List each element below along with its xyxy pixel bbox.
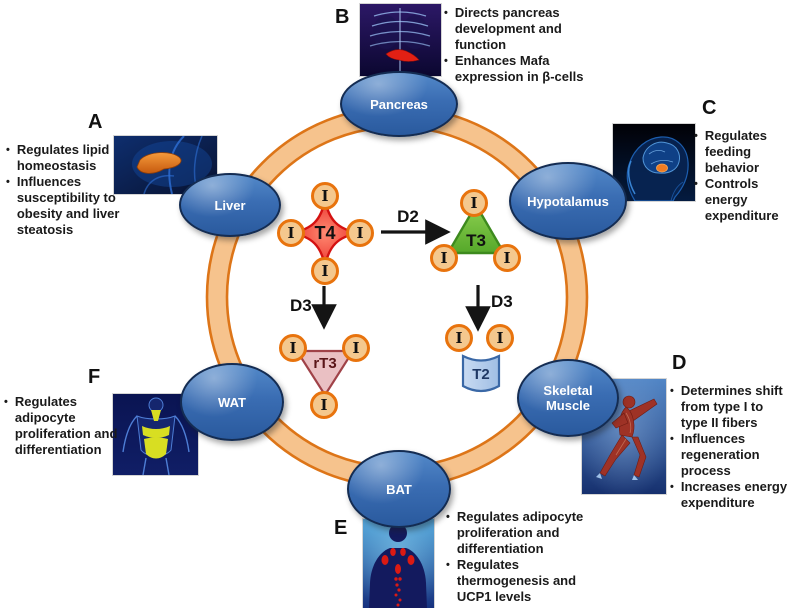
organ-label-skeletal-muscle: Skeletal Muscle [543, 383, 593, 413]
liver-shape [136, 152, 182, 174]
d3-left-arrow-label: D3 [290, 296, 312, 315]
organ-label-bat: BAT [386, 481, 412, 497]
pancreas-image [359, 3, 442, 77]
iodine-circle: I [486, 324, 514, 352]
organ-node-pancreas: Pancreas [340, 71, 458, 137]
bullet-dot: • [444, 55, 448, 67]
brain-image [612, 123, 696, 202]
t2-label: T2 [472, 366, 490, 383]
bullet-dot: • [4, 396, 8, 408]
iodine-label: I [320, 396, 328, 414]
bullet-item: •Regulates adipocyte proliferation and d… [446, 509, 584, 556]
iodine-label: I [455, 329, 463, 347]
iodine-label: I [356, 224, 364, 242]
t2-molecule: T2 [460, 349, 502, 397]
organ-label-hypothalamus: Hypotalamus [527, 193, 609, 209]
bullet-dot: • [670, 433, 674, 445]
iodine-label: I [321, 262, 329, 280]
organ-node-hypothalamus: Hypotalamus [509, 162, 627, 240]
organ-node-liver: Liver [179, 173, 281, 237]
iodine-label: I [496, 329, 504, 347]
iodine-circle: I [342, 334, 370, 362]
bullet-dot: • [694, 130, 698, 142]
bullet-item: •Regulates feeding behavior [694, 128, 767, 175]
section-letter-e: E [334, 517, 348, 539]
bullet-dot: • [6, 176, 10, 188]
bat-deposits [381, 548, 415, 607]
iodine-circle: I [430, 244, 458, 272]
iodine-circle: I [493, 244, 521, 272]
t3-triangle-shape [445, 202, 507, 255]
bullet-dot: • [446, 511, 450, 523]
rt3-molecule: rT3 [294, 348, 356, 398]
iodine-circle: I [277, 219, 305, 247]
iodine-circle: I [445, 324, 473, 352]
wat-deposits [142, 410, 170, 459]
bullet-list-pancreas: •Directs pancreas development and functi… [444, 5, 586, 85]
bullet-dot: • [6, 144, 10, 156]
skeletal-muscle-image [581, 378, 667, 495]
bullet-list-bat: •Regulates adipocyte proliferation and d… [446, 509, 631, 605]
pancreas-shape [385, 49, 420, 62]
organ-label-wat: WAT [218, 394, 246, 410]
t3-molecule: T3 [445, 202, 507, 256]
iodine-label: I [503, 249, 511, 267]
bullet-list-hypothalamus: •Regulates feeding behavior •Controls en… [694, 128, 798, 224]
iodine-label: I [287, 224, 295, 242]
section-letter-b: B [335, 6, 350, 28]
section-letter-a: A [88, 111, 103, 133]
d2-arrow-label: D2 [397, 207, 419, 226]
bullet-item: •Controls energy expenditure [694, 176, 779, 223]
bullet-dot: • [670, 481, 674, 493]
iodine-label: I [289, 339, 297, 357]
iodine-circle: I [311, 182, 339, 210]
bullet-item: •Enhances Mafa expression in β-cells [444, 53, 584, 84]
bullet-item: •Increases energy expenditure [670, 479, 788, 510]
bullet-list-liver: •Regulates lipid homeostasis •Influences… [6, 142, 146, 238]
bullet-item: •Influences regeneration process [670, 431, 760, 478]
bullet-dot: • [670, 385, 674, 397]
bullet-item: •Regulates adipocyte proliferation and d… [4, 394, 118, 457]
bat-image [362, 518, 435, 608]
liver-image [113, 135, 218, 195]
d3-right-arrow-label: D3 [491, 292, 513, 311]
organ-node-skeletal-muscle: Skeletal Muscle [517, 359, 619, 437]
section-letter-c: C [702, 97, 717, 119]
bullet-dot: • [446, 559, 450, 571]
bullet-item: •Regulates lipid homeostasis [6, 142, 110, 173]
section-letter-f: F [88, 366, 101, 388]
rt3-triangle-shape [294, 349, 356, 398]
iodine-circle: I [346, 219, 374, 247]
organ-node-wat: WAT [180, 363, 284, 441]
iodine-label: I [440, 249, 448, 267]
iodine-label: I [470, 194, 478, 212]
bullet-dot: • [694, 178, 698, 190]
hypothalamus-highlight [656, 163, 668, 173]
iodine-circle: I [310, 391, 338, 419]
iodine-label: I [321, 187, 329, 205]
iodine-circle: I [460, 189, 488, 217]
t2-cylinder-shape [461, 354, 501, 393]
iodine-circle: I [279, 334, 307, 362]
section-letter-d: D [672, 352, 687, 374]
bullet-item: •Regulates thermogenesis and UCP1 levels [446, 557, 577, 604]
bullet-dot: • [444, 7, 448, 19]
bullet-item: •Directs pancreas development and functi… [444, 5, 562, 52]
organ-node-bat: BAT [347, 450, 451, 528]
t3-label: T3 [466, 231, 486, 250]
t4-label: T4 [314, 223, 336, 243]
rt3-label: rT3 [313, 355, 337, 372]
bullet-list-wat: •Regulates adipocyte proliferation and d… [4, 394, 124, 458]
organ-label-pancreas: Pancreas [370, 96, 428, 112]
bullet-item: •Influences susceptibility to obesity an… [6, 174, 120, 237]
bullet-list-skeletal-muscle: •Determines shift from type I to type II… [670, 383, 800, 511]
iodine-label: I [352, 339, 360, 357]
iodine-circle: I [311, 257, 339, 285]
bullet-item: •Determines shift from type I to type II… [670, 383, 783, 430]
organ-label-liver: Liver [214, 197, 246, 213]
brain-shape [642, 141, 680, 174]
